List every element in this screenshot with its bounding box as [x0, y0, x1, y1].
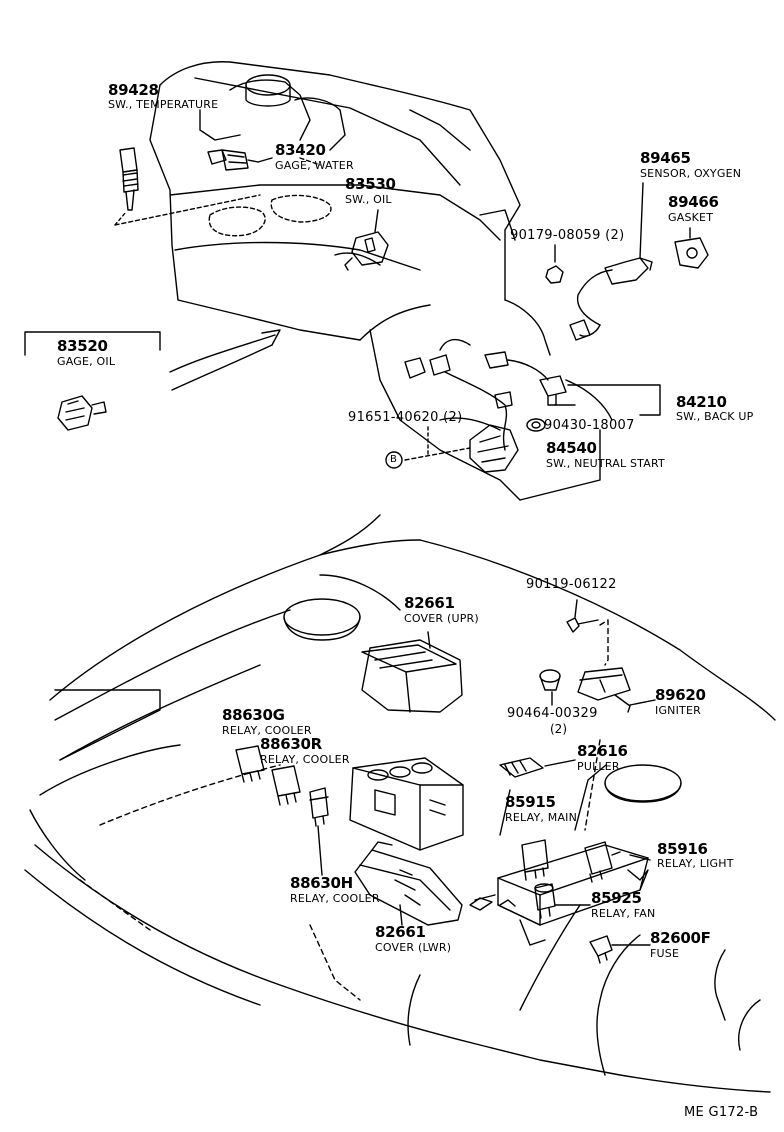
igniter-icon: [577, 667, 656, 713]
screw-icon: [566, 599, 599, 633]
relay-88630g-icon: [235, 745, 265, 783]
strut-tower-left: [283, 598, 361, 641]
part-qty-91651: (2): [443, 410, 463, 425]
part-qty-90179: (2): [605, 228, 625, 243]
part-name-82616: PULLER: [577, 760, 620, 773]
part-name-88630g: RELAY, COOLER: [222, 724, 312, 737]
part-name-89466: GASKET: [668, 211, 714, 224]
part-number-91651: 91651-40620 (2): [348, 411, 462, 424]
lower-leaders: [474, 764, 651, 901]
part-name-83530: SW., OIL: [345, 193, 392, 206]
oil-filler-cap: [245, 74, 291, 107]
part-number-84210: 84210: [676, 393, 727, 411]
washer-icon: [526, 418, 546, 432]
part-name-89620: IGNITER: [655, 704, 701, 717]
relay-block-icon: [349, 757, 464, 851]
relay-fan-icon: [534, 883, 591, 919]
engine-outline: [149, 61, 601, 501]
relay-88630h-icon: [309, 787, 329, 876]
part-number-82616: 82616: [577, 742, 628, 760]
temperature-switch-icon: [114, 147, 139, 226]
relay-light-icon: [584, 841, 621, 883]
part-name-82661-upper: COVER (UPR): [404, 612, 479, 625]
part-number-88630r: 88630R: [260, 735, 322, 753]
part-number-90179: 90179-08059 (2): [510, 229, 624, 242]
part-name-83520: GAGE, OIL: [57, 355, 116, 368]
part-number-90464: 90464-00329: [507, 706, 598, 721]
reference-b-label: B: [390, 454, 398, 465]
part-number-83420: 83420: [275, 141, 326, 159]
part-name-85925: RELAY, FAN: [591, 907, 656, 920]
part-number-90119: 90119-06122: [526, 577, 617, 592]
fuse-icon: [589, 935, 651, 964]
part-name-88630r: RELAY, COOLER: [260, 753, 350, 766]
part-name-83420: GAGE, WATER: [275, 159, 354, 172]
part-number-89466: 89466: [668, 193, 719, 211]
neutral-start-switch-icon: [469, 424, 519, 473]
oxygen-sensor-icon: [569, 182, 653, 341]
relay-88630r-icon: [271, 765, 301, 806]
part-number-88630g: 88630G: [222, 706, 285, 724]
bolt-leader: [385, 426, 471, 469]
water-gage-icon: [207, 149, 273, 171]
part-number-89620: 89620: [655, 686, 706, 704]
part-number-89465: 89465: [640, 149, 691, 167]
strut-tower-right: [604, 764, 682, 803]
nut-icon: [545, 244, 564, 284]
part-name-89465: SENSOR, OXYGEN: [640, 167, 742, 180]
part-name-85916: RELAY, LIGHT: [657, 857, 734, 870]
transmission-wiring: [404, 338, 613, 451]
diagram-code: ME G172-B: [684, 1105, 759, 1120]
puller-icon: [499, 757, 576, 778]
part-number-91651-text: 91651-40620: [348, 410, 439, 425]
engine-ports: [114, 157, 332, 237]
part-number-83520: 83520: [57, 337, 108, 355]
cover-lower-icon: [354, 841, 463, 926]
part-number-90430: 90430-18007: [544, 418, 635, 433]
relay-main-icon: [521, 839, 549, 881]
part-number-88630h: 88630H: [290, 874, 353, 892]
clamp-icon: [539, 669, 561, 706]
part-number-82600f: 82600F: [650, 929, 711, 947]
oil-switch-icon: [344, 209, 389, 271]
part-name-84210: SW., BACK UP: [676, 410, 754, 423]
part-name-82661-lower: COVER (LWR): [375, 941, 452, 954]
part-number-85925: 85925: [591, 889, 642, 907]
part-name-85915: RELAY, MAIN: [505, 811, 578, 824]
part-number-84540: 84540: [546, 439, 597, 457]
part-number-90179-text: 90179-08059: [510, 228, 601, 243]
part-name-82600f: FUSE: [650, 947, 680, 960]
part-name-88630h: RELAY, COOLER: [290, 892, 380, 905]
part-name-89428: SW., TEMPERATURE: [108, 98, 219, 111]
part-number-85915: 85915: [505, 793, 556, 811]
oil-gage-leader: [24, 329, 281, 391]
part-name-84540: SW., NEUTRAL START: [546, 457, 665, 470]
part-number-85916: 85916: [657, 840, 708, 858]
cover-upper-icon: [361, 631, 463, 713]
part-qty-90464: (2): [550, 722, 567, 736]
part-number-89428: 89428: [108, 81, 159, 99]
part-number-82661-upper: 82661: [404, 594, 455, 612]
back-up-switch-leader: [554, 384, 661, 416]
part-number-83530: 83530: [345, 175, 396, 193]
part-number-82661-lower: 82661: [375, 923, 426, 941]
gasket-icon: [674, 227, 709, 269]
vehicle-body: [24, 514, 776, 1093]
oil-gage-icon: [57, 395, 107, 431]
